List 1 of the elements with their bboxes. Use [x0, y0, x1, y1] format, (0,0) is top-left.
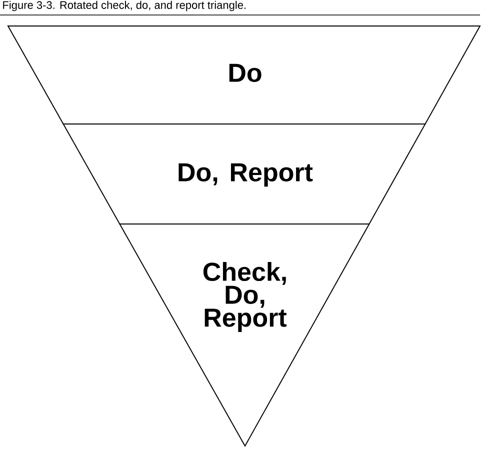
- figure-caption: Figure 3-3. Rotated check, do, and report triangle.: [3, 0, 246, 12]
